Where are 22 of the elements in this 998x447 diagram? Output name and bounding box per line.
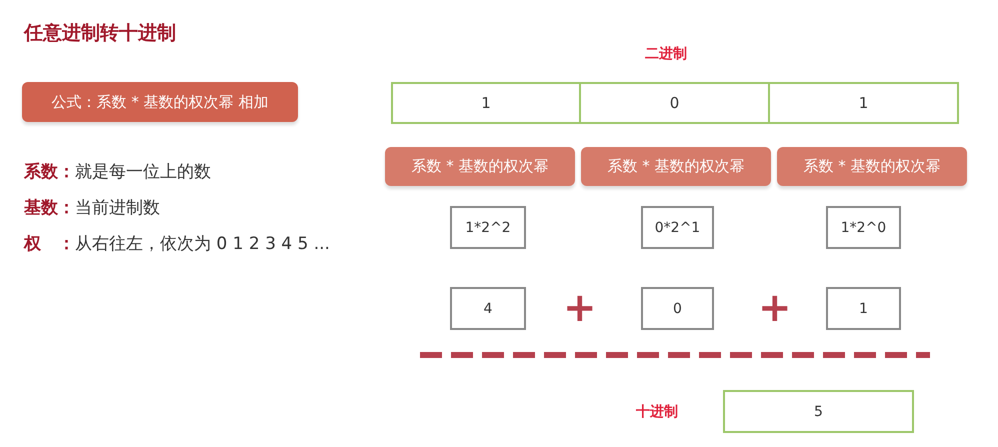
value-box: 1 [768,82,959,124]
value-box: 0*2^1 [641,206,714,249]
definition-text: 基数：当前进制数 [24,197,160,219]
formula-banner: 系数 * 基数的权次幂 [581,147,771,186]
formula-banner: 系数 * 基数的权次幂 [777,147,967,186]
plus-sign: + [758,288,792,328]
side-label: 十进制 [636,403,678,421]
value-box: 1*2^0 [826,206,901,249]
value-box: 0 [641,287,714,330]
value-box: 1 [391,82,581,124]
title: 任意进制转十进制 [24,21,176,46]
value-box: 0 [579,82,770,124]
value-box: 1 [826,287,901,330]
formula-banner: 公式：系数 * 基数的权次幂 相加 [22,82,298,122]
formula-banner: 系数 * 基数的权次幂 [385,147,575,186]
value-box: 4 [450,287,526,330]
plus-sign: + [563,288,597,328]
definition-text: 权 ：从右往左，依次为 0 1 2 3 4 5 ... [24,233,330,255]
heading-label: 二进制 [645,45,687,63]
value-box: 5 [723,390,914,433]
value-box: 1*2^2 [450,206,526,249]
definition-text: 系数：就是每一位上的数 [24,161,211,183]
